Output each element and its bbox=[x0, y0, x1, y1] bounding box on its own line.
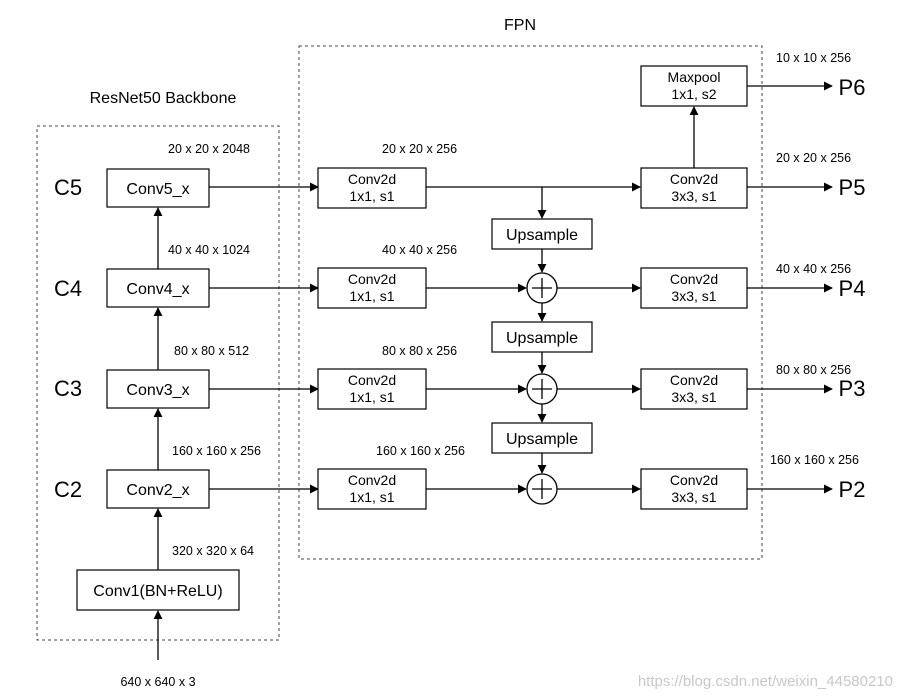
upsample-box-2: Upsample bbox=[491, 321, 593, 353]
lateral-conv-p3: Conv2d 1x1, s1 bbox=[317, 368, 427, 410]
conv5-box: Conv5_x bbox=[106, 168, 210, 208]
dim-input: 640 x 640 x 3 bbox=[120, 675, 195, 689]
svg-text:3x3, s1: 3x3, s1 bbox=[671, 389, 716, 405]
dim-p2: 160 x 160 x 256 bbox=[770, 453, 859, 467]
svg-text:Upsample: Upsample bbox=[506, 431, 578, 448]
dim-c4: 40 x 40 x 1024 bbox=[168, 243, 250, 257]
conv3-label: Conv3_x bbox=[126, 382, 189, 399]
dim-conv1-out: 320 x 320 x 64 bbox=[172, 544, 254, 558]
conv4-box: Conv4_x bbox=[106, 268, 210, 308]
svg-text:3x3, s1: 3x3, s1 bbox=[671, 489, 716, 505]
svg-text:Conv2d: Conv2d bbox=[348, 171, 396, 187]
dim-lat5: 20 x 20 x 256 bbox=[382, 142, 457, 156]
dim-lat3: 80 x 80 x 256 bbox=[382, 344, 457, 358]
conv2-label: Conv2_x bbox=[126, 482, 189, 499]
conv1-label: Conv1(BN+ReLU) bbox=[93, 583, 222, 600]
fpn-title: FPN bbox=[504, 17, 536, 34]
backbone-title: ResNet50 Backbone bbox=[90, 90, 237, 107]
dim-c2: 160 x 160 x 256 bbox=[172, 444, 261, 458]
level-label-c5: C5 bbox=[54, 175, 82, 200]
output-conv-p3: Conv2d 3x3, s1 bbox=[640, 368, 748, 410]
upsample-box-1: Upsample bbox=[491, 218, 593, 250]
level-label-c2: C2 bbox=[54, 477, 82, 502]
svg-text:Conv2d: Conv2d bbox=[670, 472, 718, 488]
dim-p4: 40 x 40 x 256 bbox=[776, 262, 851, 276]
add-node-p3 bbox=[526, 373, 558, 405]
svg-text:3x3, s1: 3x3, s1 bbox=[671, 188, 716, 204]
dim-p5: 20 x 20 x 256 bbox=[776, 151, 851, 165]
lateral-conv-p2: Conv2d 1x1, s1 bbox=[317, 468, 427, 510]
svg-text:3x3, s1: 3x3, s1 bbox=[671, 288, 716, 304]
lateral-conv-p4: Conv2d 1x1, s1 bbox=[317, 267, 427, 309]
dim-p6: 10 x 10 x 256 bbox=[776, 51, 851, 65]
dim-c3: 80 x 80 x 512 bbox=[174, 344, 249, 358]
level-label-c4: C4 bbox=[54, 276, 82, 301]
svg-text:Upsample: Upsample bbox=[506, 330, 578, 347]
svg-text:Conv2d: Conv2d bbox=[670, 171, 718, 187]
dim-lat4: 40 x 40 x 256 bbox=[382, 243, 457, 257]
svg-text:1x1, s2: 1x1, s2 bbox=[671, 86, 716, 102]
svg-text:1x1, s1: 1x1, s1 bbox=[349, 288, 394, 304]
conv2-box: Conv2_x bbox=[106, 469, 210, 509]
level-label-p4: P4 bbox=[839, 276, 866, 301]
upsample-box-3: Upsample bbox=[491, 422, 593, 454]
svg-text:Maxpool: Maxpool bbox=[668, 69, 721, 85]
svg-text:Conv2d: Conv2d bbox=[670, 372, 718, 388]
dim-p3: 80 x 80 x 256 bbox=[776, 363, 851, 377]
output-conv-p5: Conv2d 3x3, s1 bbox=[640, 167, 748, 209]
fpn-frame bbox=[298, 45, 763, 560]
watermark: https://blog.csdn.net/weixin_44580210 bbox=[638, 673, 893, 690]
svg-text:1x1, s1: 1x1, s1 bbox=[349, 489, 394, 505]
lateral-conv-p5: Conv2d 1x1, s1 bbox=[317, 167, 427, 209]
svg-text:1x1, s1: 1x1, s1 bbox=[349, 188, 394, 204]
svg-text:Conv2d: Conv2d bbox=[348, 372, 396, 388]
conv4-label: Conv4_x bbox=[126, 281, 189, 298]
level-label-p5: P5 bbox=[839, 175, 866, 200]
conv3-box: Conv3_x bbox=[106, 369, 210, 409]
add-node-p4 bbox=[526, 272, 558, 304]
level-label-p6: P6 bbox=[839, 75, 866, 100]
level-label-p2: P2 bbox=[839, 477, 866, 502]
output-conv-p2: Conv2d 3x3, s1 bbox=[640, 468, 748, 510]
output-conv-p4: Conv2d 3x3, s1 bbox=[640, 267, 748, 309]
level-label-c3: C3 bbox=[54, 376, 82, 401]
svg-text:Conv2d: Conv2d bbox=[348, 472, 396, 488]
svg-text:Upsample: Upsample bbox=[506, 227, 578, 244]
dim-lat2: 160 x 160 x 256 bbox=[376, 444, 465, 458]
add-node-p2 bbox=[526, 473, 558, 505]
svg-text:Conv2d: Conv2d bbox=[348, 271, 396, 287]
level-label-p3: P3 bbox=[839, 376, 866, 401]
conv1-box: Conv1(BN+ReLU) bbox=[76, 569, 240, 611]
svg-text:1x1, s1: 1x1, s1 bbox=[349, 389, 394, 405]
maxpool-box: Maxpool 1x1, s2 bbox=[640, 65, 748, 107]
svg-text:Conv2d: Conv2d bbox=[670, 271, 718, 287]
conv5-label: Conv5_x bbox=[126, 181, 189, 198]
dim-c5: 20 x 20 x 2048 bbox=[168, 142, 250, 156]
